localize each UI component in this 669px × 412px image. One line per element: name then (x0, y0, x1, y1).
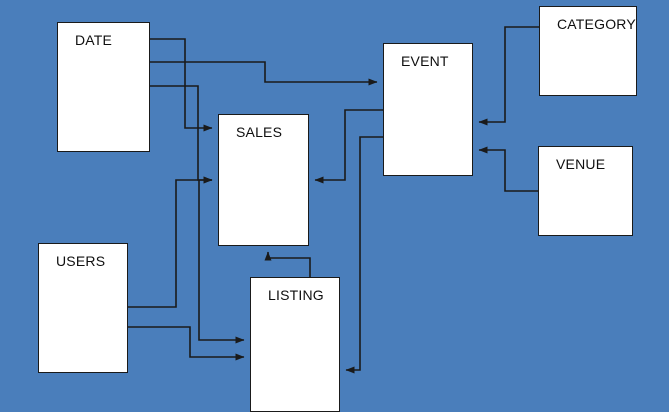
connector-users-to-sales (128, 176, 213, 308)
entity-box-listing[interactable]: LISTING (250, 277, 340, 412)
connector-date-to-event (150, 61, 378, 86)
connector-date-to-sales-mid (150, 85, 213, 184)
connector-event-to-sales (314, 109, 383, 184)
connector-date-to-sales-top (150, 38, 213, 132)
entity-label-listing: LISTING (268, 287, 324, 303)
entity-box-event[interactable]: EVENT (383, 43, 473, 176)
connector-users-to-listing (128, 326, 245, 361)
entity-box-users[interactable]: USERS (38, 243, 128, 373)
connector-event-to-listing (345, 136, 383, 374)
entity-label-category: CATEGORY (557, 16, 636, 32)
entity-box-sales[interactable]: SALES (218, 114, 309, 246)
entity-box-venue[interactable]: VENUE (538, 146, 633, 236)
entity-label-venue: VENUE (556, 156, 606, 172)
entity-box-category[interactable]: CATEGORY (539, 6, 637, 96)
entity-box-date[interactable]: DATE (57, 22, 150, 152)
entity-label-sales: SALES (236, 124, 283, 140)
connector-listing-to-sales (264, 251, 311, 277)
entity-label-event: EVENT (401, 53, 449, 69)
entity-label-users: USERS (56, 253, 106, 269)
connector-venue-to-event (478, 146, 538, 192)
entity-label-date: DATE (75, 32, 113, 48)
connector-category-to-event (478, 26, 539, 126)
